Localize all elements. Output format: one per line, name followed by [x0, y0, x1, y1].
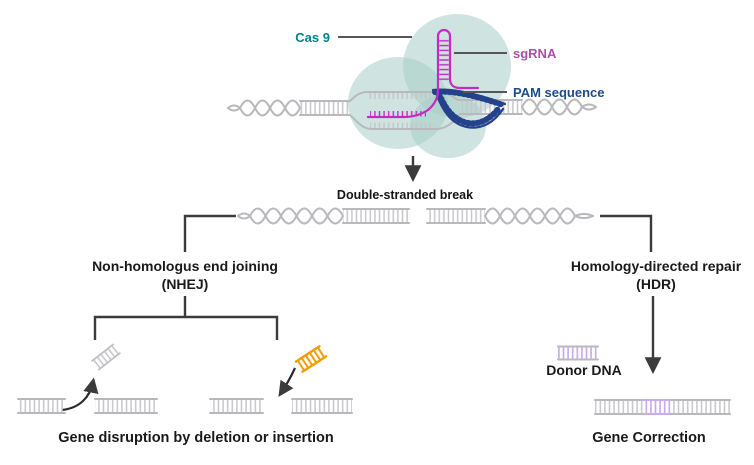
deletion-arrow-icon — [61, 377, 99, 412]
sgrna-hairpin-rungs — [439, 39, 449, 83]
dna-rungs — [427, 210, 485, 222]
dna-twist — [227, 99, 301, 117]
dna-twist — [237, 207, 344, 225]
sgrna-icon — [366, 28, 480, 119]
fragment-rail — [294, 344, 321, 364]
donor-dna-icon — [557, 345, 599, 361]
fragment-rungs — [296, 346, 326, 372]
corrected-dna-icon — [594, 399, 731, 415]
dna-twist — [521, 98, 597, 116]
sgrna-label: sgRNA — [513, 46, 557, 61]
pam-lower-strand — [434, 91, 505, 129]
dna-ticks — [368, 93, 434, 99]
nhej-title: Non-homologus end joining — [92, 258, 278, 274]
pam-ticks — [436, 91, 502, 127]
dna-rungs — [462, 101, 522, 113]
deleted-fragment-icon — [91, 343, 121, 371]
dna-rungs — [210, 400, 263, 412]
fragment-rail — [301, 354, 328, 374]
dna-twist — [521, 98, 597, 116]
cas9-label: Cas 9 — [295, 30, 330, 45]
dna-twist — [227, 99, 301, 117]
sgrna-hairpin — [436, 28, 480, 92]
dna-twist — [484, 207, 594, 225]
dna-rungs — [95, 400, 157, 412]
fragment-rungs — [91, 344, 121, 370]
corrected-segment-rungs — [643, 401, 670, 413]
dna-rungs — [18, 400, 65, 412]
cas9-protein-icon — [348, 14, 511, 158]
dna-rungs — [292, 400, 352, 412]
broken-dna-icon — [237, 207, 594, 225]
hdr-abbr: (HDR) — [636, 276, 676, 292]
nhej-split-bracket — [93, 296, 279, 340]
donor-dna-label: Donor DNA — [546, 362, 621, 378]
dna-ticks — [370, 122, 434, 129]
nhej-branch-line — [183, 214, 236, 252]
double-stranded-break-label: Double-stranded break — [337, 188, 473, 202]
dna-rungs — [300, 102, 350, 114]
deletion-dna-icon — [17, 398, 158, 414]
nhej-abbr: (NHEJ) — [162, 276, 209, 292]
nhej-outcome-label: Gene disruption by deletion or insertion — [58, 430, 334, 446]
insertion-dna-icon — [209, 398, 353, 414]
sgrna-pairing-ticks — [370, 111, 426, 117]
fragment-rail — [97, 352, 121, 371]
insertion-arrow-icon — [278, 367, 297, 397]
dna-rungs — [343, 210, 409, 222]
pam-label: PAM sequence — [513, 85, 605, 100]
target-dna-strand-icon — [227, 91, 597, 130]
inserted-fragment-icon — [294, 344, 328, 374]
sgrna-pairing-strand — [366, 88, 440, 119]
hdr-title: Homology-directed repair — [571, 258, 742, 274]
hdr-branch-line — [600, 214, 653, 252]
hdr-outcome-label: Gene Correction — [592, 430, 706, 446]
donor-rungs — [558, 347, 598, 359]
fragment-rail — [91, 343, 115, 362]
dna-twist — [237, 207, 344, 225]
dna-twist — [484, 207, 594, 225]
